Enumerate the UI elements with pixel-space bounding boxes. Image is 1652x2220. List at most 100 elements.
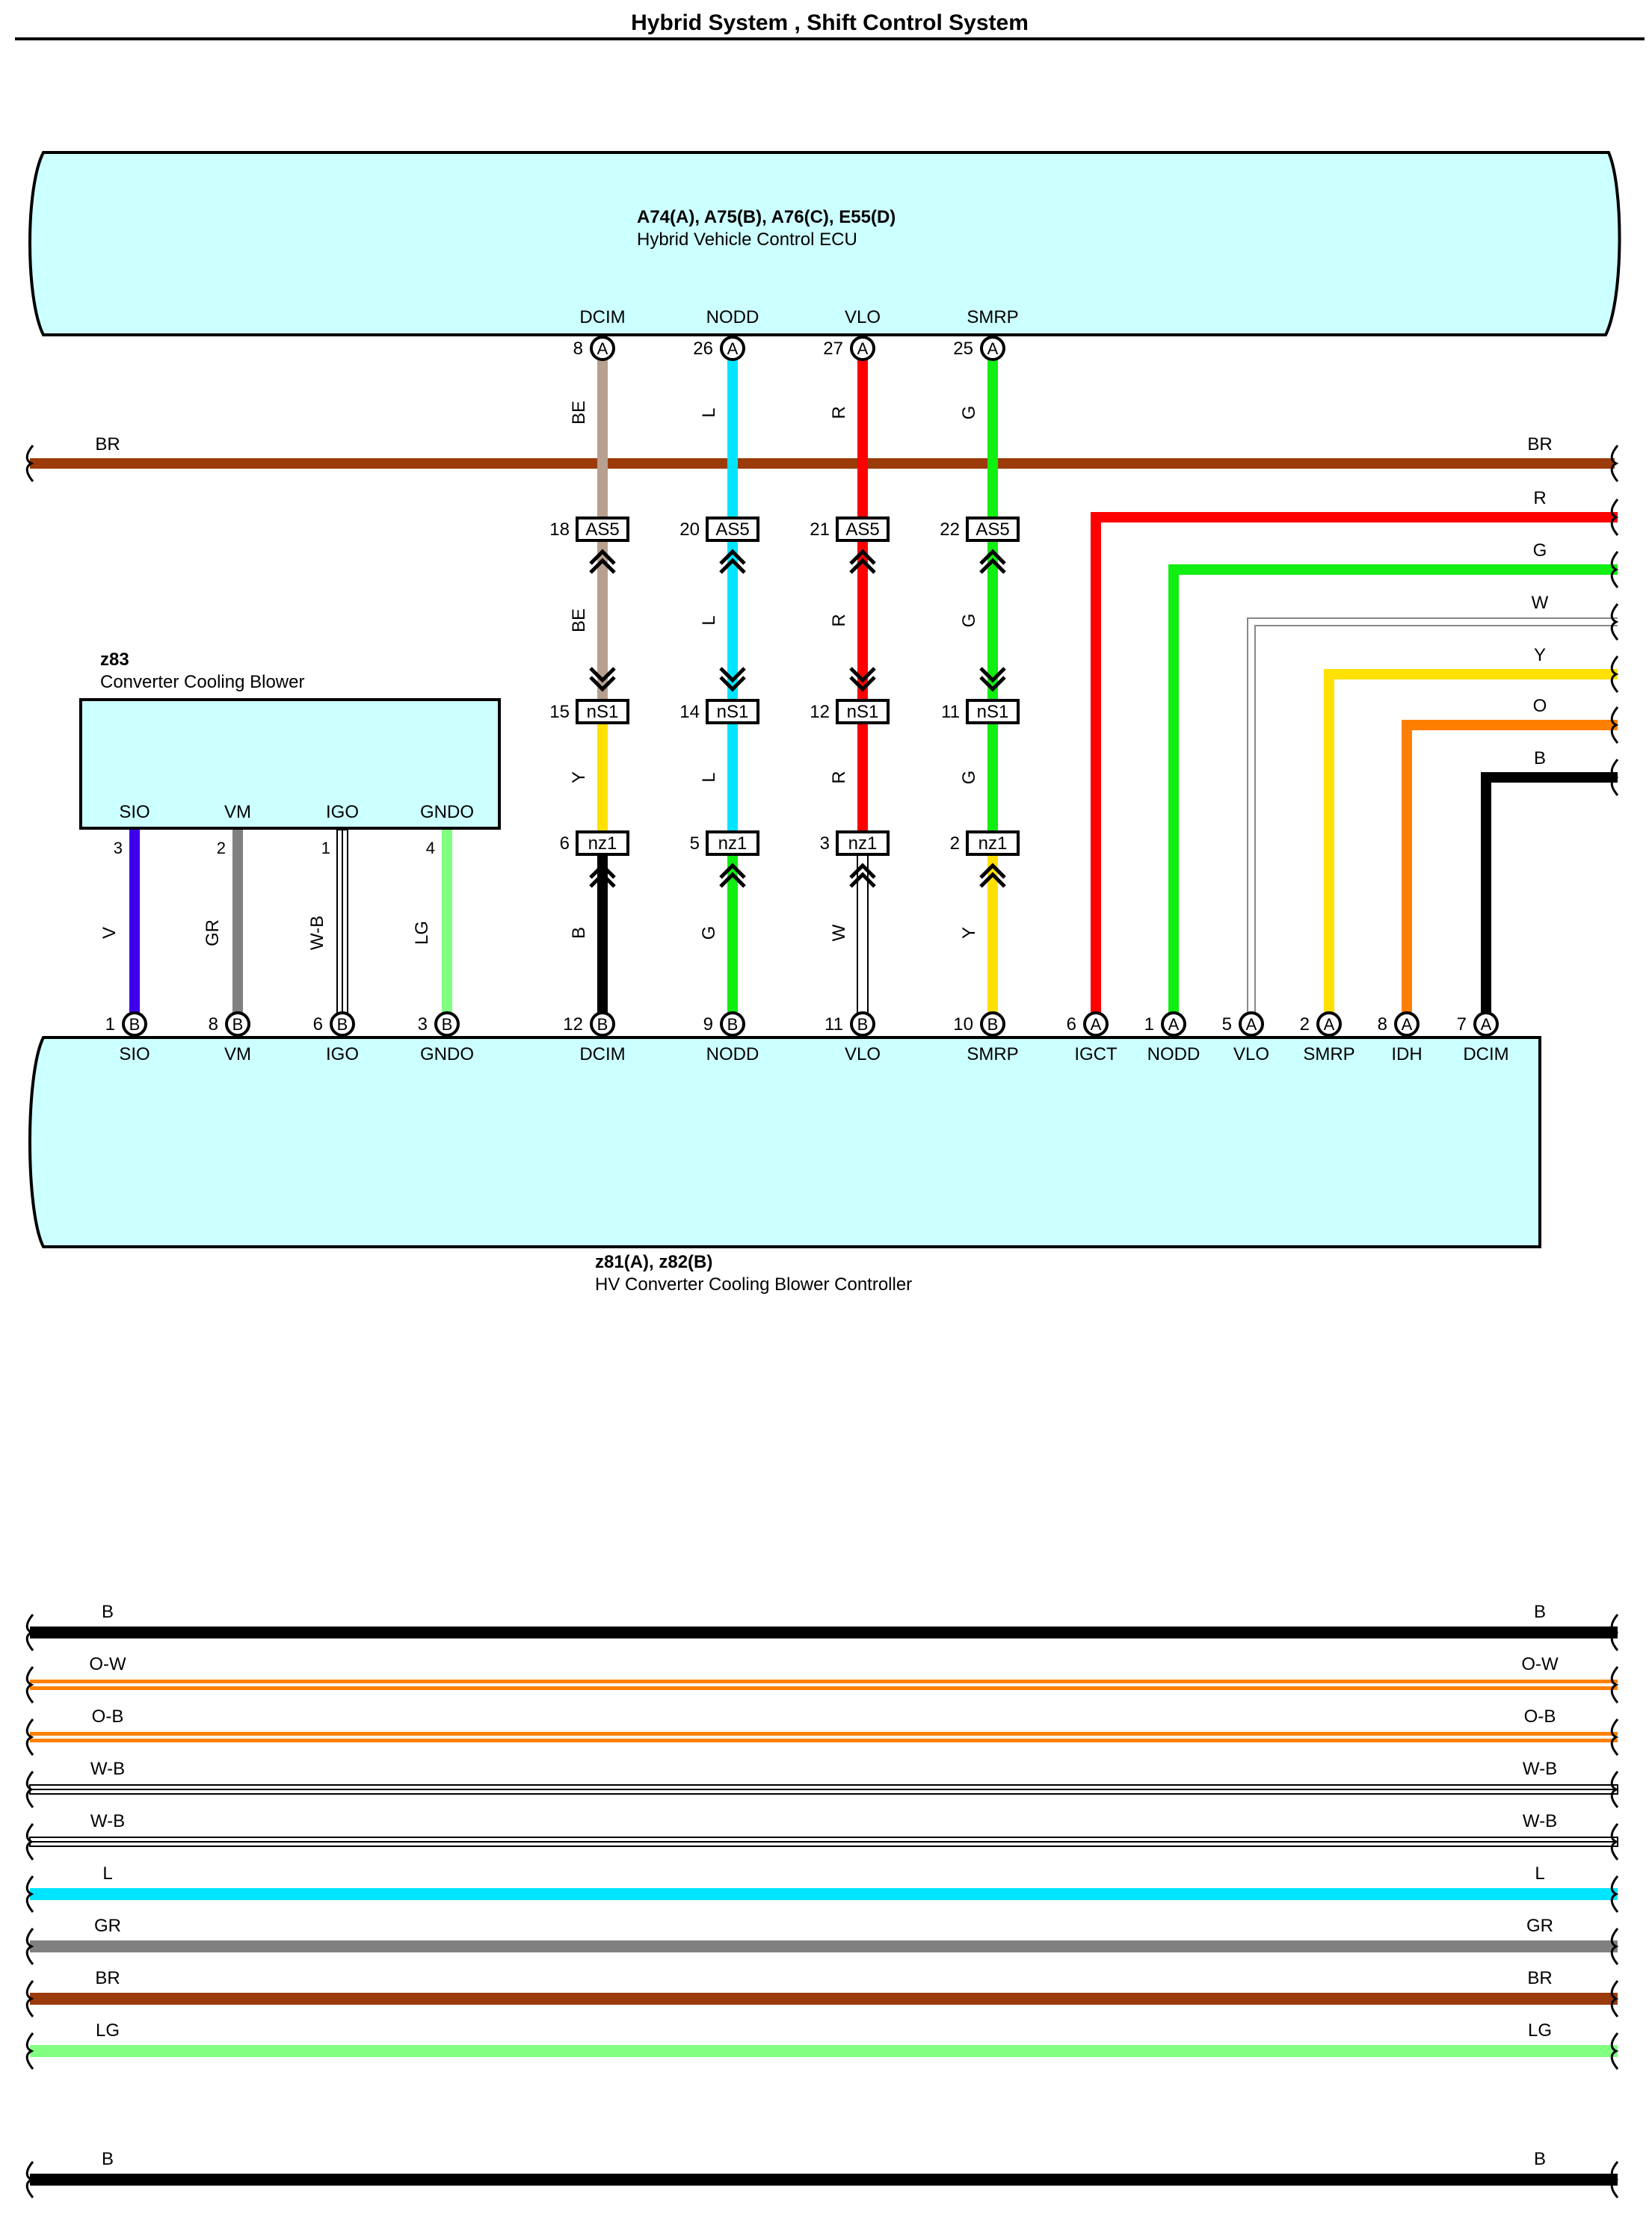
ecu-terminal-0-circle (590, 336, 615, 361)
wire-2-lower-label: R (829, 771, 849, 783)
nz1-3-box (966, 830, 1020, 856)
wire-3-upper-label: G (959, 406, 979, 420)
hline-4-label-left: W-B (90, 1811, 125, 1831)
ecu-name: Hybrid Vehicle Control ECU (637, 229, 857, 250)
controller-terminal-8-circle (1083, 1011, 1109, 1037)
as5-3-box (966, 517, 1020, 542)
as5-2-pin: 21 (810, 519, 830, 540)
controller-terminal-3-label: GNDO (420, 1044, 474, 1064)
right-wire-0-label: R (1533, 488, 1546, 508)
ecu-terminal-1-circle (720, 336, 745, 361)
as5-1-chevron (719, 549, 746, 574)
controller-terminal-7-letter: B (987, 1015, 999, 1034)
ns1-3-pin: 11 (941, 702, 960, 722)
controller-terminal-5-pin: 9 (703, 1014, 713, 1035)
nz1-0-pin: 6 (560, 833, 570, 854)
ns1-0-box (576, 699, 629, 724)
controller-terminal-4-pin: 12 (563, 1014, 583, 1035)
hline-2-break-left (25, 1718, 34, 1756)
controller-terminal-4-circle (590, 1011, 615, 1037)
hline-5-label-right: L (1535, 1863, 1544, 1884)
nz1-0-name: nz1 (588, 833, 617, 854)
hline-4-break-left (25, 1823, 34, 1860)
nz1-2-name: nz1 (848, 833, 878, 854)
hline-3-label-right: W-B (1523, 1759, 1557, 1779)
bottom-line-label-right: B (1534, 2149, 1546, 2169)
blower-terminal-2-label: IGO (326, 802, 359, 822)
ecu-terminal-1-letter: A (727, 339, 739, 358)
hline-7-label-left: BR (95, 1968, 120, 1988)
controller-terminal-12-circle (1394, 1011, 1420, 1037)
nz1-2-pin: 3 (820, 833, 830, 854)
hline-6-label-right: GR (1526, 1916, 1553, 1936)
blower-wire-3-label: LG (412, 921, 432, 945)
blower-terminal-3-pin: 4 (426, 839, 435, 857)
controller-terminal-7-circle (980, 1011, 1005, 1037)
controller-terminal-12-pin: 8 (1378, 1014, 1387, 1035)
right-wire-4 (1402, 720, 1618, 1024)
right-wire-2-edge-a (1247, 617, 1618, 1024)
ecu-terminal-1-pin: 26 (693, 339, 713, 359)
right-wire-2-break (1610, 603, 1619, 641)
ns1-0-name: nS1 (587, 702, 619, 722)
blower-terminal-0-pin: 3 (114, 839, 123, 857)
controller-terminal-13-pin: 7 (1457, 1014, 1467, 1035)
hline-0-label-left: B (102, 1602, 114, 1622)
right-wire-0 (1091, 512, 1618, 1024)
controller-terminal-4-label: DCIM (579, 1044, 625, 1064)
blower-wire-1-label: GR (203, 919, 223, 946)
ns1-0-pin: 15 (549, 702, 570, 722)
hline-2-label-left: O-B (92, 1706, 124, 1727)
right-wire-5 (1481, 772, 1618, 1024)
right-wire-2-label: W (1532, 593, 1549, 613)
wire-3-middle-label: G (959, 614, 979, 628)
controller-terminal-1-label: VM (224, 1044, 251, 1064)
ns1-1-chevron (719, 667, 746, 692)
hline-3-break-left (25, 1771, 34, 1808)
wire-3-lower-label: G (959, 771, 979, 785)
controller-terminal-9-label: NODD (1147, 1044, 1201, 1064)
ecu-terminal-0-pin: 8 (573, 339, 583, 359)
blower-name: Converter Cooling Blower (100, 672, 304, 692)
hline-3-break-right (1610, 1771, 1619, 1808)
controller-terminal-0-pin: 1 (105, 1014, 115, 1035)
ecu-terminal-3-pin: 25 (953, 339, 973, 359)
controller-terminal-1-circle (225, 1011, 250, 1037)
nz1-1-chevron (719, 863, 746, 888)
nz1-2-box (836, 830, 890, 856)
as5-3-pin: 22 (940, 519, 960, 540)
wire-3-bottom-label: Y (959, 927, 979, 939)
hline-8-break-left (25, 2032, 34, 2070)
blower-terminal-3-label: GNDO (420, 802, 474, 822)
nz1-3-pin: 2 (950, 833, 960, 854)
hline-0-label-right: B (1534, 1602, 1546, 1622)
as5-2-chevron (849, 549, 876, 574)
controller-terminal-11-label: SMRP (1303, 1044, 1354, 1064)
hline-5-break-left (25, 1875, 34, 1913)
wire-0-upper-label: BE (569, 401, 589, 425)
ns1-1-pin: 14 (679, 702, 700, 722)
ns1-2-chevron (849, 667, 876, 692)
hline-4-label-right: W-B (1523, 1811, 1557, 1831)
ecu-codes: A74(A), A75(B), A76(C), E55(D) (637, 207, 896, 227)
ecu-terminal-3-label: SMRP (967, 307, 1018, 327)
right-wire-1-label: G (1533, 540, 1547, 561)
hline-6-break-right (1610, 1928, 1619, 1965)
nz1-1-pin: 5 (690, 833, 700, 854)
ecu-terminal-2-letter: A (857, 339, 869, 358)
controller-terminal-3-pin: 3 (418, 1014, 428, 1035)
ns1-0-chevron (589, 667, 616, 692)
hline-7-break-left (25, 1980, 34, 2017)
controller-codes: z81(A), z82(B) (595, 1252, 712, 1272)
hline-4-break-right (1610, 1823, 1619, 1860)
right-wire-5-break (1610, 759, 1619, 796)
controller-terminal-13-circle (1473, 1011, 1499, 1037)
controller-terminal-9-letter: A (1168, 1015, 1180, 1034)
controller-terminal-2-pin: 6 (313, 1014, 323, 1035)
controller-terminal-8-pin: 6 (1067, 1014, 1076, 1035)
controller-terminal-3-circle (434, 1011, 460, 1037)
hline-8-label-right: LG (1528, 2020, 1552, 2041)
ecu-terminal-2-circle (850, 336, 875, 361)
nz1-1-name: nz1 (718, 833, 748, 854)
